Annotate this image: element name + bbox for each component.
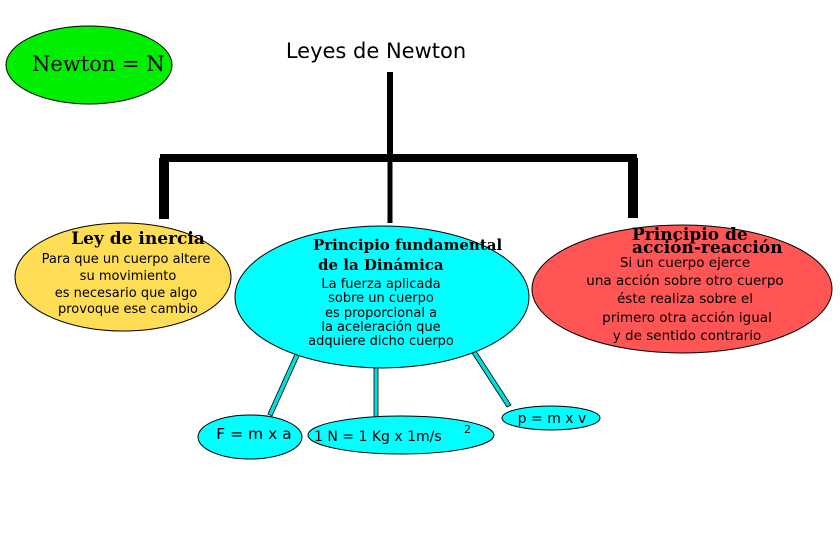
law-accion-line: Si un cuerpo ejerce	[620, 255, 750, 271]
law-dinamica-line: la aceleración que	[321, 320, 440, 335]
law-dinamica: Principio fundamental de la Dinámica La …	[234, 225, 530, 369]
law-accion: Principio de acción-reacción Si un cuerp…	[531, 224, 833, 354]
formula-momentum: p = m x v	[501, 405, 601, 431]
unit-badge-label: Newton = N	[32, 52, 165, 76]
connector-momentum	[471, 350, 512, 408]
formula-force: F = m x a	[197, 414, 303, 460]
formula-momentum-label: p = m x v	[518, 411, 587, 427]
unit-badge: Newton = N	[5, 25, 173, 105]
law-inercia-line: Para que un cuerpo altere	[42, 252, 211, 267]
law-dinamica-title: de la Dinámica	[318, 256, 444, 274]
law-inercia-line: es necesario que algo	[55, 286, 198, 301]
formula-newton-def: 1 N = 1 Kg x 1m/s 2	[307, 415, 495, 455]
law-accion-title: Principio de	[632, 225, 748, 245]
formula-force-label: F = m x a	[216, 425, 291, 443]
formula-force-shape	[197, 414, 303, 460]
law-inercia-title: Ley de inercia	[71, 229, 205, 249]
law-accion-line: éste realiza sobre el	[617, 291, 753, 307]
unit-badge-shape	[5, 25, 173, 105]
connector-force	[267, 353, 300, 417]
law-accion-line: una acción sobre otro cuerpo	[586, 273, 783, 289]
law-accion-shape	[531, 224, 833, 354]
law-inercia-line: provoque ese cambio	[58, 302, 198, 317]
formula-newton-def-exponent: 2	[464, 423, 471, 436]
formula-newton-def-shape	[307, 415, 495, 455]
law-inercia-line: su movimiento	[80, 269, 177, 284]
connectors	[159, 72, 638, 223]
law-accion-title: acción-reacción	[632, 238, 783, 258]
law-dinamica-line: La fuerza aplicada	[321, 277, 440, 292]
diagram-title: Leyes de Newton	[286, 39, 466, 63]
law-accion-line: y de sentido contrario	[613, 328, 761, 344]
law-dinamica-line: sobre un cuerpo	[328, 291, 434, 306]
law-inercia: Ley de inercia Para que un cuerpo altere…	[14, 222, 232, 332]
law-dinamica-shape	[234, 225, 530, 369]
law-dinamica-title: Principio fundamental	[313, 236, 502, 254]
connector-newton-def	[373, 367, 379, 419]
law-accion-line: primero otra acción igual	[602, 310, 772, 326]
law-inercia-shape	[14, 222, 232, 332]
formula-momentum-shape	[501, 405, 601, 431]
law-dinamica-line: es proporcional a	[325, 306, 437, 321]
formula-newton-def-label: 1 N = 1 Kg x 1m/s	[314, 429, 442, 445]
law-dinamica-line: adquiere dicho cuerpo	[308, 334, 454, 349]
